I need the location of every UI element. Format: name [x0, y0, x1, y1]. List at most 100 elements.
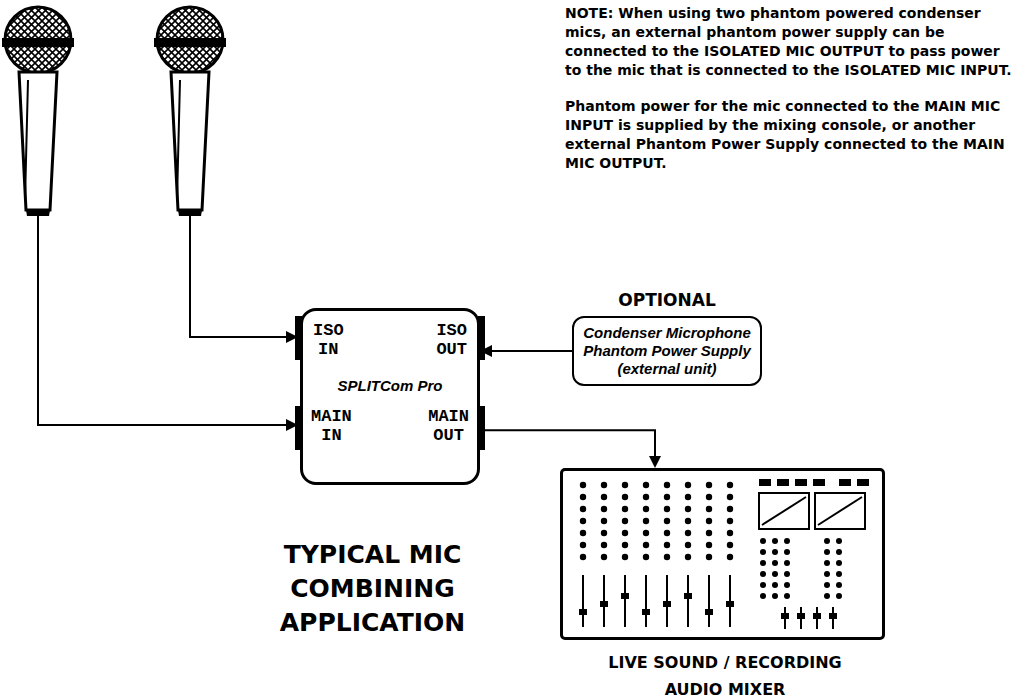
mixer-knob: [601, 482, 607, 488]
mixer-knob: [706, 542, 712, 548]
mixer-knob: [580, 554, 586, 560]
mixer-knob: [727, 482, 733, 488]
mixer-knob: [760, 538, 766, 544]
mixer-knob: [664, 482, 670, 488]
power-supply-box: OPTIONALCondenser Microphone Phantom Pow…: [572, 316, 762, 386]
mixer-knob: [580, 518, 586, 524]
mixer-knob: [706, 494, 712, 500]
device-name: SPLITCom Pro: [303, 377, 477, 394]
mixer-knob: [784, 593, 790, 599]
mixer-button: [857, 479, 869, 486]
mixer-knob: [685, 482, 691, 488]
mixer-knob: [601, 542, 607, 548]
mixer-knob: [836, 582, 842, 588]
mixer-label: LIVE SOUND / RECORDING AUDIO MIXER: [585, 649, 865, 700]
fader-knob: [726, 601, 734, 607]
mixer-knob: [622, 530, 628, 536]
fader-knob: [705, 609, 713, 615]
splitter-box: ISO INISO OUTSPLITCom ProMAIN INMAIN OUT: [300, 308, 480, 485]
mixer-button: [813, 479, 825, 486]
connector-line: [480, 430, 655, 458]
mixer-knob: [824, 571, 830, 577]
mixer-knob: [664, 542, 670, 548]
meter-box: [759, 493, 809, 529]
mixer-button: [777, 479, 789, 486]
mixer-knob: [643, 506, 649, 512]
fader-knob: [781, 613, 789, 619]
mixer-knob: [772, 582, 778, 588]
mixer-knob: [685, 554, 691, 560]
mixer-knob: [664, 554, 670, 560]
mixer-knob: [824, 560, 830, 566]
mixer-knob: [727, 494, 733, 500]
mixer-knob: [706, 518, 712, 524]
mixer-knob: [643, 530, 649, 536]
mixer-knob: [685, 518, 691, 524]
connector: [480, 345, 572, 357]
mixer-knob: [760, 593, 766, 599]
mixer-knob: [622, 506, 628, 512]
mixer-knob: [836, 549, 842, 555]
mixer-button: [759, 479, 771, 486]
mixer-knob: [784, 571, 790, 577]
mixer-knob: [580, 482, 586, 488]
port-label: MAIN OUT: [428, 407, 469, 445]
mixer-knob: [760, 549, 766, 555]
optional-heading: OPTIONAL: [554, 290, 780, 310]
note-text: NOTE: When using two phantom powered con…: [565, 4, 1015, 80]
mixer-knob: [706, 482, 712, 488]
mixer-knob: [772, 571, 778, 577]
mixer-knob: [580, 506, 586, 512]
mixer-knob: [727, 518, 733, 524]
mixer-knob: [727, 554, 733, 560]
mixer-knob: [772, 560, 778, 566]
fader-knob: [684, 593, 692, 599]
mixer-knob: [664, 518, 670, 524]
mixer-knob: [643, 554, 649, 560]
diagram-title: TYPICAL MIC COMBINING APPLICATION: [265, 538, 480, 640]
meter-needle: [818, 497, 862, 525]
mixer-knob: [784, 549, 790, 555]
mixer-button: [795, 479, 807, 486]
connector-line: [490, 350, 572, 352]
fader-knob: [813, 613, 821, 619]
mixer-knob: [836, 593, 842, 599]
mixer-knob: [580, 530, 586, 536]
note-block: NOTE: When using two phantom powered con…: [565, 4, 1015, 190]
fader-knob: [579, 609, 587, 615]
mixer-knob: [685, 506, 691, 512]
fader-track: [708, 575, 710, 627]
mixer-knob: [836, 538, 842, 544]
mixer-knob: [706, 506, 712, 512]
fader-knob: [663, 601, 671, 607]
meter-needle: [762, 497, 806, 525]
mixer-knob: [685, 542, 691, 548]
mixer-knob: [643, 542, 649, 548]
fader-track: [687, 575, 689, 627]
mic-cable: [190, 216, 290, 337]
mic-cable: [38, 216, 290, 425]
connector: [480, 430, 661, 468]
microphone: [154, 7, 226, 216]
mixer-knob: [772, 549, 778, 555]
mixer-knob: [727, 542, 733, 548]
fader-knob: [642, 609, 650, 615]
mixer-knob: [772, 593, 778, 599]
mixer-knob: [706, 554, 712, 560]
fader-knob: [797, 613, 805, 619]
mixer-knob: [643, 494, 649, 500]
mixer-knob: [601, 494, 607, 500]
mixer-knob: [760, 560, 766, 566]
meter-box: [815, 493, 865, 529]
mixer-knob: [727, 506, 733, 512]
fader-track: [582, 575, 584, 627]
mixer-knob: [580, 494, 586, 500]
fader-track: [645, 575, 647, 627]
mixer-knob: [760, 582, 766, 588]
mixer-knob: [784, 582, 790, 588]
mixer-button: [839, 479, 851, 486]
mixer-knob: [664, 494, 670, 500]
mixer-knob: [824, 538, 830, 544]
mixer-knob: [706, 530, 712, 536]
fader-knob: [621, 593, 629, 599]
